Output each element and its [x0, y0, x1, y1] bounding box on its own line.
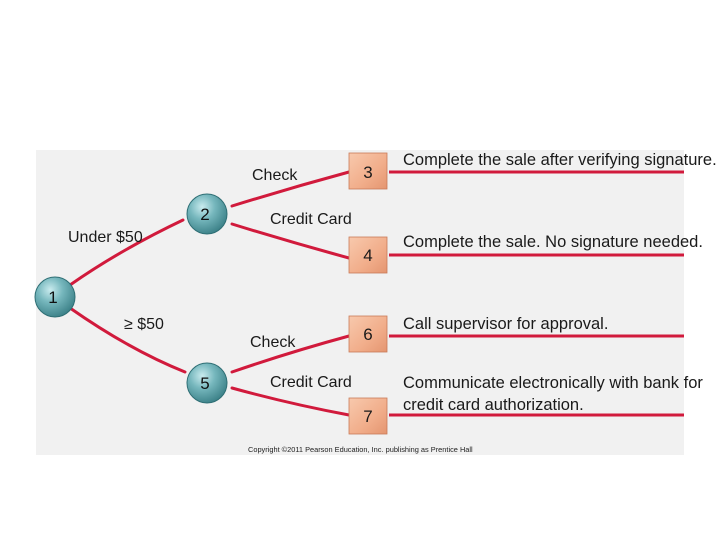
action-text-7-line-2: credit card authorization. — [403, 396, 584, 414]
branch-5-to-7 — [230, 386, 351, 417]
decision-node-2-label: 2 — [200, 205, 209, 224]
branch-label-under-50: Under $50 — [68, 229, 143, 246]
decision-node-5: 5 — [186, 362, 228, 404]
outcome-node-6-label: 6 — [363, 325, 372, 344]
branch-label-credit-card-top: Credit Card — [270, 211, 352, 228]
decision-node-5-label: 5 — [200, 374, 209, 393]
outcome-node-7-label: 7 — [363, 407, 372, 426]
decision-node-2: 2 — [186, 193, 228, 235]
outcome-node-4-label: 4 — [363, 246, 372, 265]
decision-node-1: 1 — [34, 276, 76, 318]
action-text-3: Complete the sale after verifying signat… — [403, 151, 717, 169]
branch-2-to-3 — [230, 170, 351, 208]
branch-1-to-5 — [68, 306, 187, 374]
branch-label-ge-50: ≥ $50 — [124, 316, 164, 333]
outcome-node-3-label: 3 — [363, 163, 372, 182]
outcome-node-7: 7 — [348, 397, 388, 435]
branch-label-credit-card-bottom: Credit Card — [270, 374, 352, 391]
branch-2-to-4 — [230, 222, 351, 260]
branch-1-to-2 — [68, 218, 185, 287]
outcome-node-3: 3 — [348, 152, 388, 190]
action-text-4: Complete the sale. No signature needed. — [403, 233, 703, 251]
branch-label-check-bottom: Check — [250, 334, 296, 351]
copyright-notice: Copyright ©2011 Pearson Education, Inc. … — [248, 445, 473, 454]
branch-5-to-6 — [230, 334, 351, 374]
action-text-7-line-1: Communicate electronically with bank for — [403, 374, 703, 392]
outcome-node-6: 6 — [348, 315, 388, 353]
decision-node-1-label: 1 — [48, 288, 57, 307]
branch-label-check-top: Check — [252, 167, 298, 184]
outcome-node-4: 4 — [348, 236, 388, 274]
action-text-6: Call supervisor for approval. — [403, 315, 608, 333]
